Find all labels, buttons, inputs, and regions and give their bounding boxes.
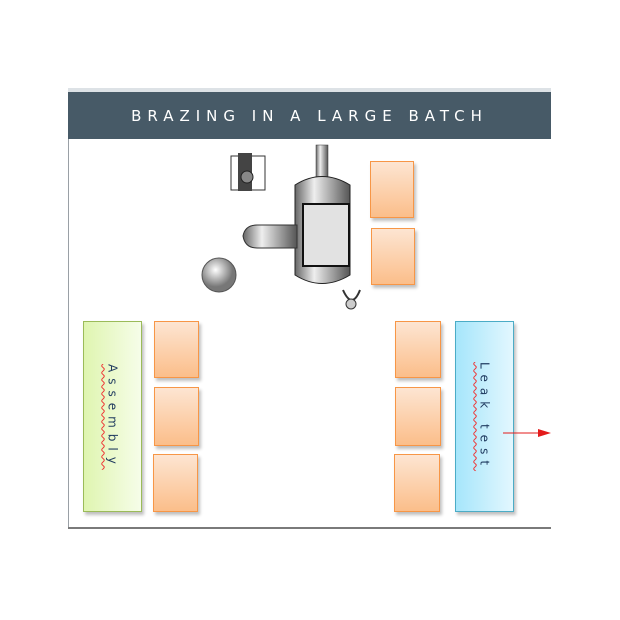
assembly-station: Assembly	[83, 321, 142, 512]
buffer-box	[395, 321, 441, 378]
buffer-box	[154, 387, 199, 446]
leak-test-label: Leak test	[477, 361, 492, 472]
buffer-box	[394, 454, 440, 512]
buffer-box	[371, 228, 415, 285]
pump-unit-icon	[230, 153, 266, 191]
bottom-border	[68, 527, 551, 529]
buffer-box	[154, 321, 199, 378]
assembly-label: Assembly	[105, 363, 120, 470]
slide-title: BRAZING IN A LARGE BATCH	[68, 92, 551, 139]
buffer-box	[370, 161, 414, 218]
left-border	[68, 139, 69, 529]
top-strip	[68, 88, 551, 92]
buffer-box	[395, 387, 441, 446]
output-arrow-icon	[503, 429, 551, 437]
buffer-box	[153, 454, 198, 512]
brazing-furnace-drawing	[201, 144, 361, 310]
leak-test-station: Leak test	[455, 321, 514, 512]
